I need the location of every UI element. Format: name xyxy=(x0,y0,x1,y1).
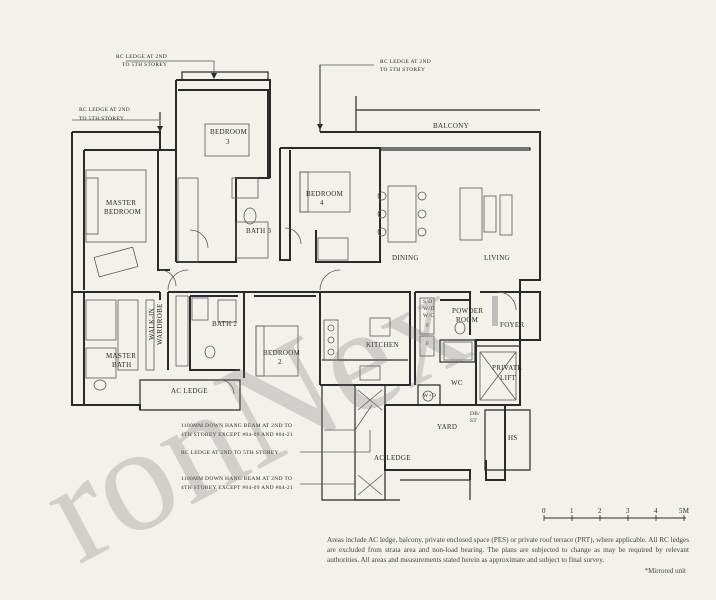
label-wc-small: W/C xyxy=(423,313,434,319)
callout-rc-top-center-b: TO 5TH STOREY xyxy=(122,62,167,68)
callout-beam1-b: 4TH STOREY EXCEPT #04-09 AND #04-21 xyxy=(181,432,293,438)
label-bath3: BATH 3 xyxy=(246,227,272,235)
callout-rc-top-left-a: RC LEDGE AT 2ND xyxy=(79,107,130,113)
room-labels: BALCONY BEDROOM 3 BEDROOM 4 MASTER BEDRO… xyxy=(104,122,524,462)
label-dining: DINING xyxy=(392,254,419,262)
scale-tick-4: 4 xyxy=(654,507,658,515)
label-db: DB/ xyxy=(470,411,480,417)
label-bedroom2-b: 2 xyxy=(278,358,282,366)
walls xyxy=(71,65,541,501)
label-yard: YARD xyxy=(437,423,457,431)
label-walk-in-a: WALK-IN xyxy=(148,308,156,340)
label-st: ST xyxy=(470,418,477,424)
label-balcony: BALCONY xyxy=(433,122,469,130)
callout-rc-mid: RC LEDGE AT 2ND TO 5TH STOREY xyxy=(181,450,279,456)
scale-tick-2: 2 xyxy=(598,507,602,515)
label-wd: W/D xyxy=(423,306,435,312)
label-bedroom4-b: 4 xyxy=(320,199,324,207)
label-bedroom4-a: BEDROOM xyxy=(306,190,344,198)
callout-rc-top-right-a: RC LEDGE AT 2ND xyxy=(380,59,431,65)
master-bath-tub xyxy=(85,299,117,341)
callout-beam2-b: 4TH STOREY EXCEPT #04-09 AND #04-21 xyxy=(181,485,293,491)
label-kitchen: KITCHEN xyxy=(366,341,399,349)
label-walk-in-b: WARDROBE xyxy=(156,303,164,345)
label-master-bedroom-a: MASTER xyxy=(106,199,136,207)
callout-rc-top-right-b: TO 5TH STOREY xyxy=(380,67,425,73)
mirrored-unit-note: *Mirrored unit xyxy=(644,567,686,575)
label-hs: HS xyxy=(508,434,518,442)
callout-labels: RC LEDGE AT 2ND TO 5TH STOREY RC LEDGE A… xyxy=(79,54,431,491)
label-private-lift-b: LIFT xyxy=(500,374,516,382)
scale-bar: 0 1 2 3 4 5M xyxy=(542,507,690,521)
sofa xyxy=(459,187,483,241)
label-f1: F xyxy=(426,323,429,329)
label-powder-a: POWDER xyxy=(452,307,483,315)
label-foyer: FOYER xyxy=(500,321,524,329)
callout-leaders xyxy=(72,60,374,485)
label-ac-ledge-2: AC LEDGE xyxy=(374,454,411,462)
label-f2: F xyxy=(426,341,429,347)
label-master-bath-a: MASTER xyxy=(106,352,136,360)
label-private-lift-a: PRIVATE xyxy=(492,364,522,372)
label-wc: WC xyxy=(451,379,463,387)
callout-rc-top-left-b: TO 5TH STOREY xyxy=(79,116,124,122)
label-bath2: BATH 2 xyxy=(212,320,238,328)
label-bedroom3-a: BEDROOM xyxy=(210,128,248,136)
label-bedroom2-a: BEDROOM xyxy=(263,349,301,357)
dining-table xyxy=(387,185,417,243)
scale-tick-5m: 5M xyxy=(679,507,690,515)
label-living: LIVING xyxy=(484,254,510,262)
footnote: Areas include AC ledge, balcony, private… xyxy=(327,536,689,565)
label-master-bedroom-b: BEDROOM xyxy=(104,208,142,216)
bed-3 xyxy=(204,123,250,157)
label-w-d: W+D xyxy=(423,393,436,399)
fixtures xyxy=(85,123,517,496)
callout-beam2-a: 1100MM DOWN HANG BEAM AT 2ND TO xyxy=(181,476,292,482)
label-sd: S/D xyxy=(423,299,432,305)
callout-beam1-a: 1100MM DOWN HANG BEAM AT 2ND TO xyxy=(181,423,292,429)
label-ac-ledge-1: AC LEDGE xyxy=(171,387,208,395)
label-powder-b: ROOM xyxy=(456,316,479,324)
label-master-bath-b: BATH xyxy=(112,361,131,369)
scale-tick-1: 1 xyxy=(570,507,574,515)
scale-tick-3: 3 xyxy=(626,507,630,515)
callout-rc-top-center-a: RC LEDGE AT 2ND xyxy=(116,54,167,60)
label-bedroom3-b: 3 xyxy=(226,138,230,146)
scale-tick-0: 0 xyxy=(542,507,546,515)
